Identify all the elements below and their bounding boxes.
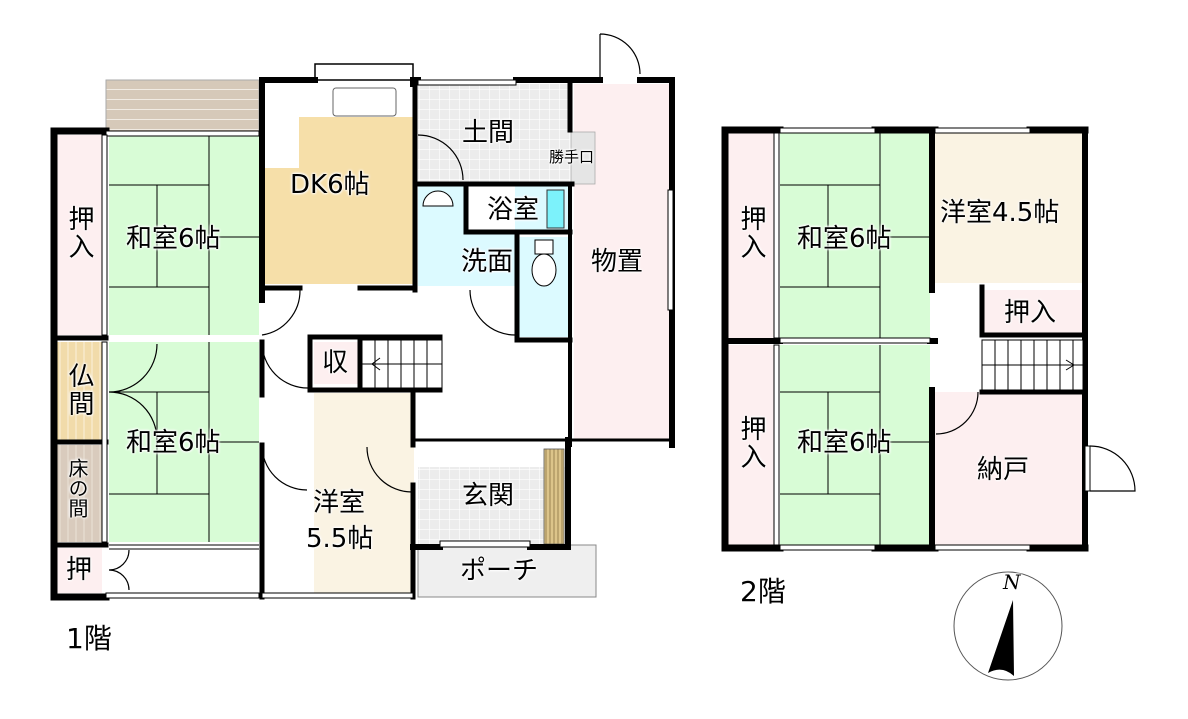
katteguchi-fill xyxy=(570,131,596,185)
room-label-butsuma: 仏間 xyxy=(64,362,94,418)
room-label-oshiire-north-2f: 押入 xyxy=(736,205,766,261)
butsuma-fill xyxy=(54,342,102,440)
tokonoma-fill xyxy=(54,445,102,542)
floor-label-2f: 2階 xyxy=(740,575,786,608)
washitsu-north-fill xyxy=(109,135,259,335)
room-label-washitsu-north-2f: 和室6帖 xyxy=(797,224,892,254)
room-label-senmen: 洗面 xyxy=(461,247,514,277)
room-label-yoshitsu-size-1f: 5.5帖 xyxy=(306,524,374,554)
toilet xyxy=(531,253,557,287)
room-label-oshiire-west: 押入 xyxy=(64,205,94,261)
room-label-oshiire-south-2f: 押入 xyxy=(736,415,766,471)
room-label-katteguchi: 勝手口 xyxy=(549,148,595,166)
room-label-yoshitsu-1f: 洋室 xyxy=(313,488,366,518)
shuno-fill xyxy=(314,342,358,384)
kitchen-sink xyxy=(332,87,397,117)
yoshitsu-fill xyxy=(314,393,414,593)
doma-fill xyxy=(418,84,570,182)
bathtub xyxy=(546,189,565,229)
veranda-deck xyxy=(105,79,260,132)
floor-2-plan xyxy=(721,126,1136,552)
room-label-porch: ポーチ xyxy=(460,556,539,586)
porch-fill xyxy=(417,544,597,598)
compass xyxy=(953,571,1063,681)
shoe-cabinet xyxy=(543,448,565,545)
room-label-shuno: 収 xyxy=(322,348,349,378)
room-label-nando: 納戸 xyxy=(977,455,1030,485)
room-label-washitsu-south-1f: 和室6帖 xyxy=(126,428,221,458)
room-label-washitsu-north-1f: 和室6帖 xyxy=(126,224,221,254)
floor-1-plan xyxy=(50,33,675,601)
oshiire-west-fill xyxy=(54,135,102,335)
room-label-oshi: 押 xyxy=(66,555,93,585)
room-label-yokushitsu: 浴室 xyxy=(487,195,540,225)
room-label-tokonoma: 床の間 xyxy=(65,458,89,518)
stairs-1f xyxy=(361,339,443,389)
room-label-washitsu-south-2f: 和室6帖 xyxy=(797,428,892,458)
wash-basin xyxy=(422,190,454,207)
room-label-dk: DK6帖 xyxy=(290,170,370,200)
genkan-fill xyxy=(418,467,568,547)
compass-north-label: N xyxy=(1003,570,1021,594)
oshi-small-fill xyxy=(54,548,102,593)
room-label-genkan: 玄関 xyxy=(462,481,515,511)
stairs-2f xyxy=(981,339,1084,391)
room-label-yoshitsu-2f: 洋室4.5帖 xyxy=(940,198,1060,228)
north-arrow-icon xyxy=(988,600,1014,676)
room-label-monooki: 物置 xyxy=(591,247,644,277)
floor-label-1f: 1階 xyxy=(66,622,112,655)
room-label-oshiire-east-2f: 押入 xyxy=(1004,298,1057,328)
room-label-doma: 土間 xyxy=(462,118,515,148)
